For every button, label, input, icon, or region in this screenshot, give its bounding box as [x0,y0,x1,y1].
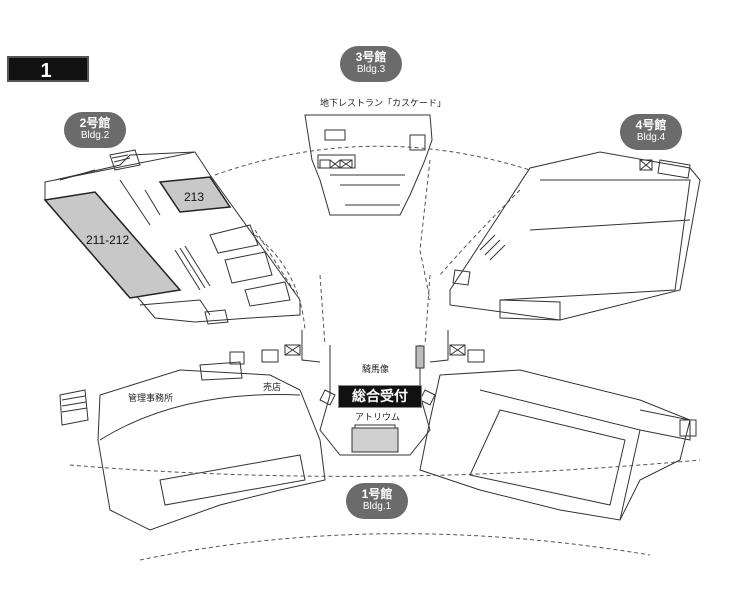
building-4-jp: 4号館 [635,118,667,132]
building-3-outline [304,114,433,216]
building-1-en: Bldg.1 [362,501,392,512]
floor-label: 1 F [39,60,71,108]
room-211-212 [43,191,182,299]
building-2-en: Bldg.2 [80,130,110,141]
shop-label: 売店 [263,383,282,393]
room-211-212-label: 211-212 [86,233,130,247]
restaurant-label: 地下レストラン「カスケード」 [320,99,447,109]
building-4-badge[interactable]: 4号館 Bldg.4 [620,114,682,150]
atrium-entrance [351,427,399,453]
atrium-label: アトリウム [355,413,401,423]
building-4-outline [449,151,701,321]
room-213 [158,176,232,213]
building-2-jp: 2号館 [79,116,111,130]
building-3-badge[interactable]: 3号館 Bldg.3 [340,46,402,82]
building-1-badge[interactable]: 1号館 Bldg.1 [346,483,408,519]
admin-office-label: 管理事務所 [128,394,174,404]
building-3-en: Bldg.3 [356,64,386,75]
entrance-kiosk [415,345,425,369]
building-4-en: Bldg.4 [636,132,666,143]
reception-label[interactable]: 総合受付 [338,385,422,408]
building-3-jp: 3号館 [355,50,387,64]
building-1-left [97,369,326,531]
building-1-jp: 1号館 [361,487,393,501]
floor-badge: 1 F [7,56,89,108]
building-2-badge[interactable]: 2号館 Bldg.2 [64,112,126,148]
building-1-right [419,369,691,521]
statue-label: 騎馬像 [362,365,390,375]
room-213-label: 213 [184,190,205,204]
